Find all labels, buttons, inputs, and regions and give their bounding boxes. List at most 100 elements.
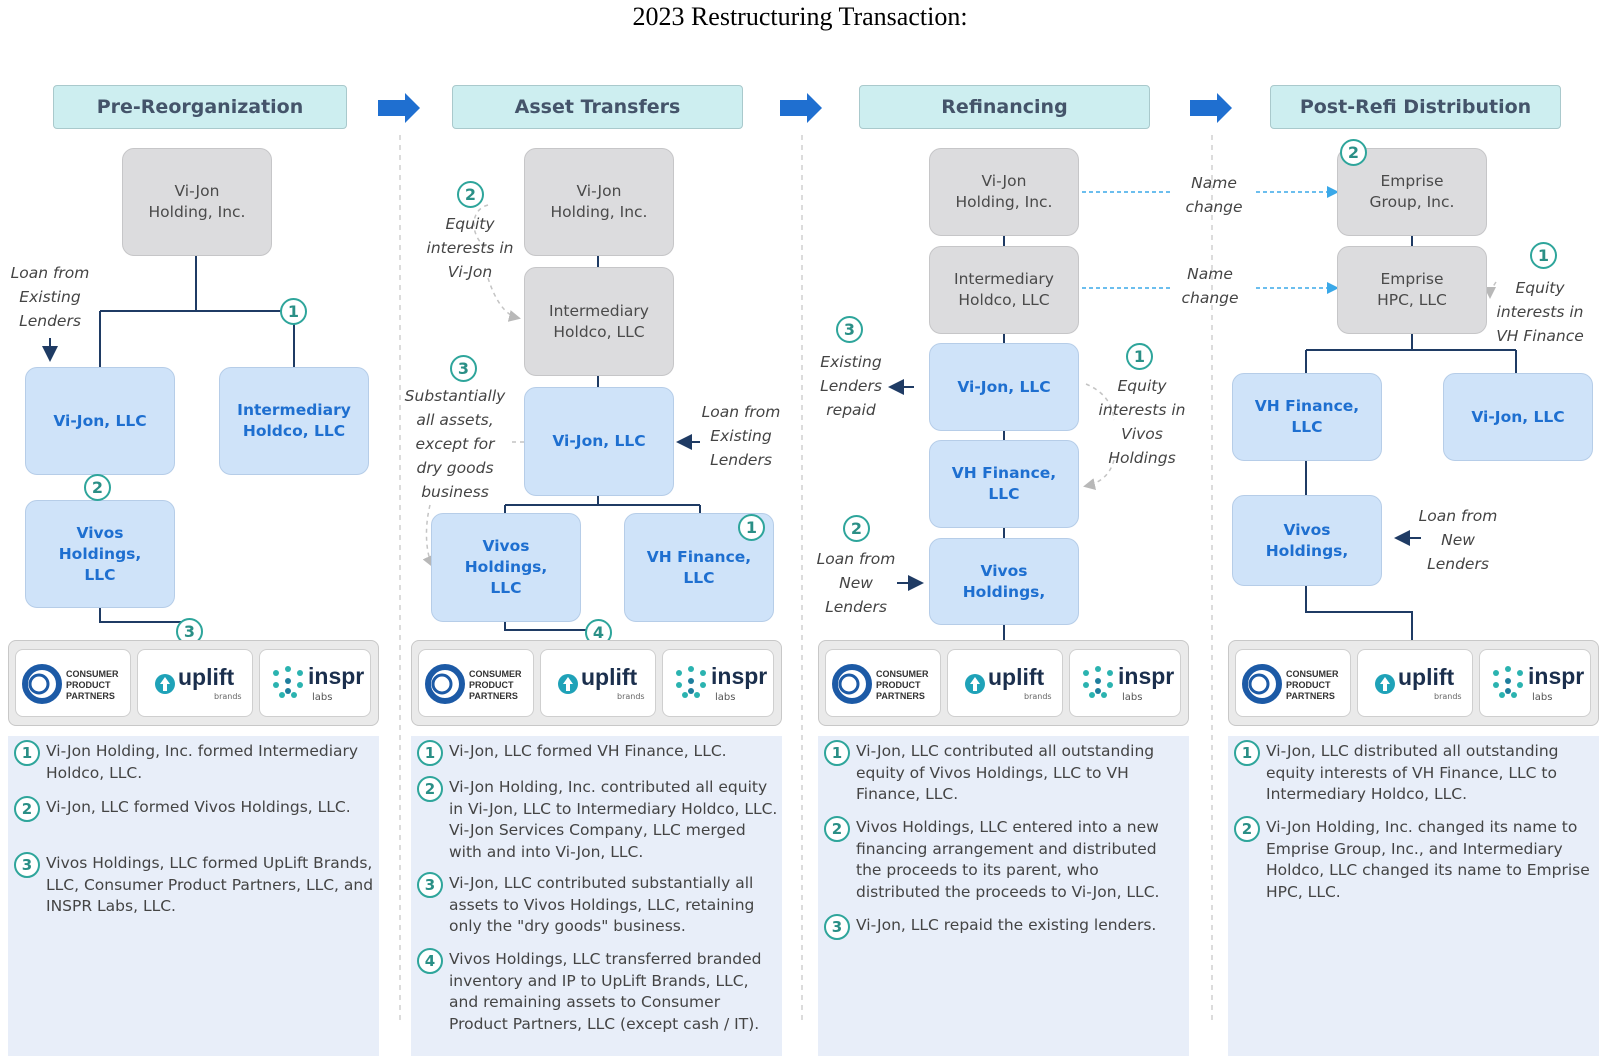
vijon-llc-box: Vi-Jon, LLC bbox=[25, 367, 175, 475]
name-change-note: Name change bbox=[1181, 265, 1239, 307]
stage-arrow-1 bbox=[378, 93, 420, 123]
uplift-arrow-icon bbox=[155, 674, 175, 694]
existing-lenders-repaid-note: Existing Lenders repaid bbox=[820, 353, 882, 419]
cpp-ring-icon bbox=[832, 664, 872, 704]
cpp-word: PARTNERS bbox=[469, 691, 518, 701]
step-badge-2: 2 bbox=[84, 474, 111, 501]
vijon-holding-box: Vi-Jon Holding, Inc. bbox=[122, 148, 272, 256]
loan-existing-lenders-note: Loan from Existing Lenders bbox=[10, 264, 90, 330]
note-number: 1 bbox=[1234, 740, 1260, 766]
uplift-brands-logo: uplift brands bbox=[137, 649, 253, 717]
stage-post-refi-distribution: Post-Refi Distribution bbox=[1270, 85, 1561, 129]
emprise-hpc-box: Emprise HPC, LLC bbox=[1337, 246, 1487, 334]
vivos-holdings-box: Vivos Holdings, LLC bbox=[25, 500, 175, 608]
note-text: Vivos Holdings, LLC transferred branded … bbox=[449, 950, 762, 1033]
equity-interests-vh-finance-note: Equity interests in VH Finance bbox=[1496, 279, 1584, 345]
note-text: Vi-Jon, LLC contributed all outstanding … bbox=[856, 742, 1155, 803]
step-badge-3: 3 bbox=[836, 316, 863, 343]
loan-new-lenders-note: Loan from New Lenders bbox=[1418, 507, 1498, 573]
inspr-labs-logo: inspr labs bbox=[1069, 649, 1181, 717]
uplift-wordmark: uplift bbox=[1398, 664, 1455, 690]
stage-asset-transfers: Asset Transfers bbox=[452, 85, 743, 129]
note-number: 2 bbox=[824, 816, 850, 842]
intermediary-holdco-box: Intermediary Holdco, LLC bbox=[929, 246, 1079, 334]
uplift-arrow-icon bbox=[558, 674, 578, 694]
inspr-wordmark: inspr bbox=[1528, 663, 1585, 689]
logo-strip: CONSUMER PRODUCT PARTNERS uplift brands … bbox=[818, 640, 1189, 726]
inspr-subtext: labs bbox=[1532, 692, 1553, 703]
stage-arrow-2 bbox=[780, 93, 822, 123]
vivos-holdings-box: Vivos Holdings, bbox=[929, 538, 1079, 625]
note-number: 3 bbox=[824, 914, 850, 940]
step-badge-1: 1 bbox=[1126, 343, 1153, 370]
note-number: 1 bbox=[824, 740, 850, 766]
step-badge-1: 1 bbox=[1530, 242, 1557, 269]
intermediary-holdco-box: Intermediary Holdco, LLC bbox=[524, 267, 674, 376]
uplift-subtext: brands bbox=[1024, 692, 1052, 701]
vijon-llc-box: Vi-Jon, LLC bbox=[524, 387, 674, 496]
note-number: 1 bbox=[417, 740, 443, 766]
stage-arrow-3 bbox=[1190, 93, 1232, 123]
cpp-word: PARTNERS bbox=[66, 691, 115, 701]
inspr-labs-logo: inspr labs bbox=[259, 649, 371, 717]
note-number: 4 bbox=[417, 948, 443, 974]
note-text: Vi-Jon Holding, Inc. changed its name to… bbox=[1266, 818, 1590, 901]
uplift-brands-logo: uplift brands bbox=[947, 649, 1063, 717]
stage-refinancing: Refinancing bbox=[859, 85, 1150, 129]
name-change-note: Name change bbox=[1185, 174, 1243, 216]
cpp-ring-icon bbox=[22, 664, 62, 704]
uplift-arrow-icon bbox=[965, 674, 985, 694]
uplift-brands-logo: uplift brands bbox=[540, 649, 656, 717]
equity-interests-vijon-note: Equity interests in Vi-Jon bbox=[426, 215, 514, 281]
cpp-word: CONSUMER bbox=[469, 669, 522, 679]
vivos-holdings-box: Vivos Holdings, bbox=[1232, 495, 1382, 586]
inspr-wordmark: inspr bbox=[308, 663, 365, 689]
step-badge-1: 1 bbox=[280, 298, 307, 325]
cpp-word: CONSUMER bbox=[876, 669, 929, 679]
cpp-word: PRODUCT bbox=[1286, 680, 1331, 690]
vh-finance-box: VH Finance, LLC bbox=[929, 440, 1079, 528]
note-text: Vi-Jon, LLC formed VH Finance, LLC. bbox=[449, 742, 727, 760]
cpp-ring-icon bbox=[1242, 664, 1282, 704]
consumer-product-partners-logo: CONSUMER PRODUCT PARTNERS bbox=[418, 649, 534, 717]
vivos-holdings-box: Vivos Holdings, LLC bbox=[431, 513, 581, 622]
step-badge-2: 2 bbox=[1340, 139, 1367, 166]
logo-strip: CONSUMER PRODUCT PARTNERS uplift brands … bbox=[1228, 640, 1599, 726]
inspr-labs-logo: inspr labs bbox=[1479, 649, 1591, 717]
cpp-word: CONSUMER bbox=[66, 669, 119, 679]
cpp-word: PARTNERS bbox=[1286, 691, 1335, 701]
cpp-word: PRODUCT bbox=[876, 680, 921, 690]
note-text: Vi-Jon Holding, Inc. contributed all equ… bbox=[449, 778, 778, 861]
vijon-holding-box: Vi-Jon Holding, Inc. bbox=[524, 148, 674, 256]
equity-interests-vivos-note: Equity interests in Vivos Holdings bbox=[1098, 377, 1186, 467]
loan-existing-lenders-note: Loan from Existing Lenders bbox=[701, 403, 781, 469]
inspr-wordmark: inspr bbox=[711, 663, 768, 689]
note-number: 3 bbox=[14, 852, 40, 878]
inspr-subtext: labs bbox=[1122, 692, 1143, 703]
page-title: 2023 Restructuring Transaction: bbox=[632, 2, 968, 31]
step-badge-2: 2 bbox=[843, 515, 870, 542]
note-number: 1 bbox=[14, 740, 40, 766]
inspr-subtext: labs bbox=[715, 692, 736, 703]
vh-finance-box: VH Finance, LLC bbox=[1232, 373, 1382, 461]
note-number: 2 bbox=[1234, 816, 1260, 842]
note-text: Vi-Jon, LLC repaid the existing lenders. bbox=[856, 916, 1157, 934]
cpp-word: PRODUCT bbox=[469, 680, 514, 690]
step-badge-1: 1 bbox=[738, 514, 765, 541]
logo-strip: CONSUMER PRODUCT PARTNERS uplift brands … bbox=[8, 640, 379, 726]
logo-strip: CONSUMER PRODUCT PARTNERS uplift brands … bbox=[411, 640, 782, 726]
intermediary-holdco-box: Intermediary Holdco, LLC bbox=[219, 367, 369, 475]
uplift-wordmark: uplift bbox=[581, 664, 638, 690]
note-text: Vi-Jon, LLC formed Vivos Holdings, LLC. bbox=[46, 798, 351, 816]
vijon-llc-box: Vi-Jon, LLC bbox=[929, 343, 1079, 431]
note-text: Vi-Jon, LLC contributed substantially al… bbox=[449, 874, 755, 935]
stage-pre-reorganization: Pre-Reorganization bbox=[53, 85, 347, 129]
consumer-product-partners-logo: CONSUMER PRODUCT PARTNERS bbox=[15, 649, 131, 717]
note-text: Vi-Jon Holding, Inc. formed Intermediary… bbox=[46, 742, 359, 782]
cpp-word: PRODUCT bbox=[66, 680, 111, 690]
uplift-subtext: brands bbox=[617, 692, 645, 701]
